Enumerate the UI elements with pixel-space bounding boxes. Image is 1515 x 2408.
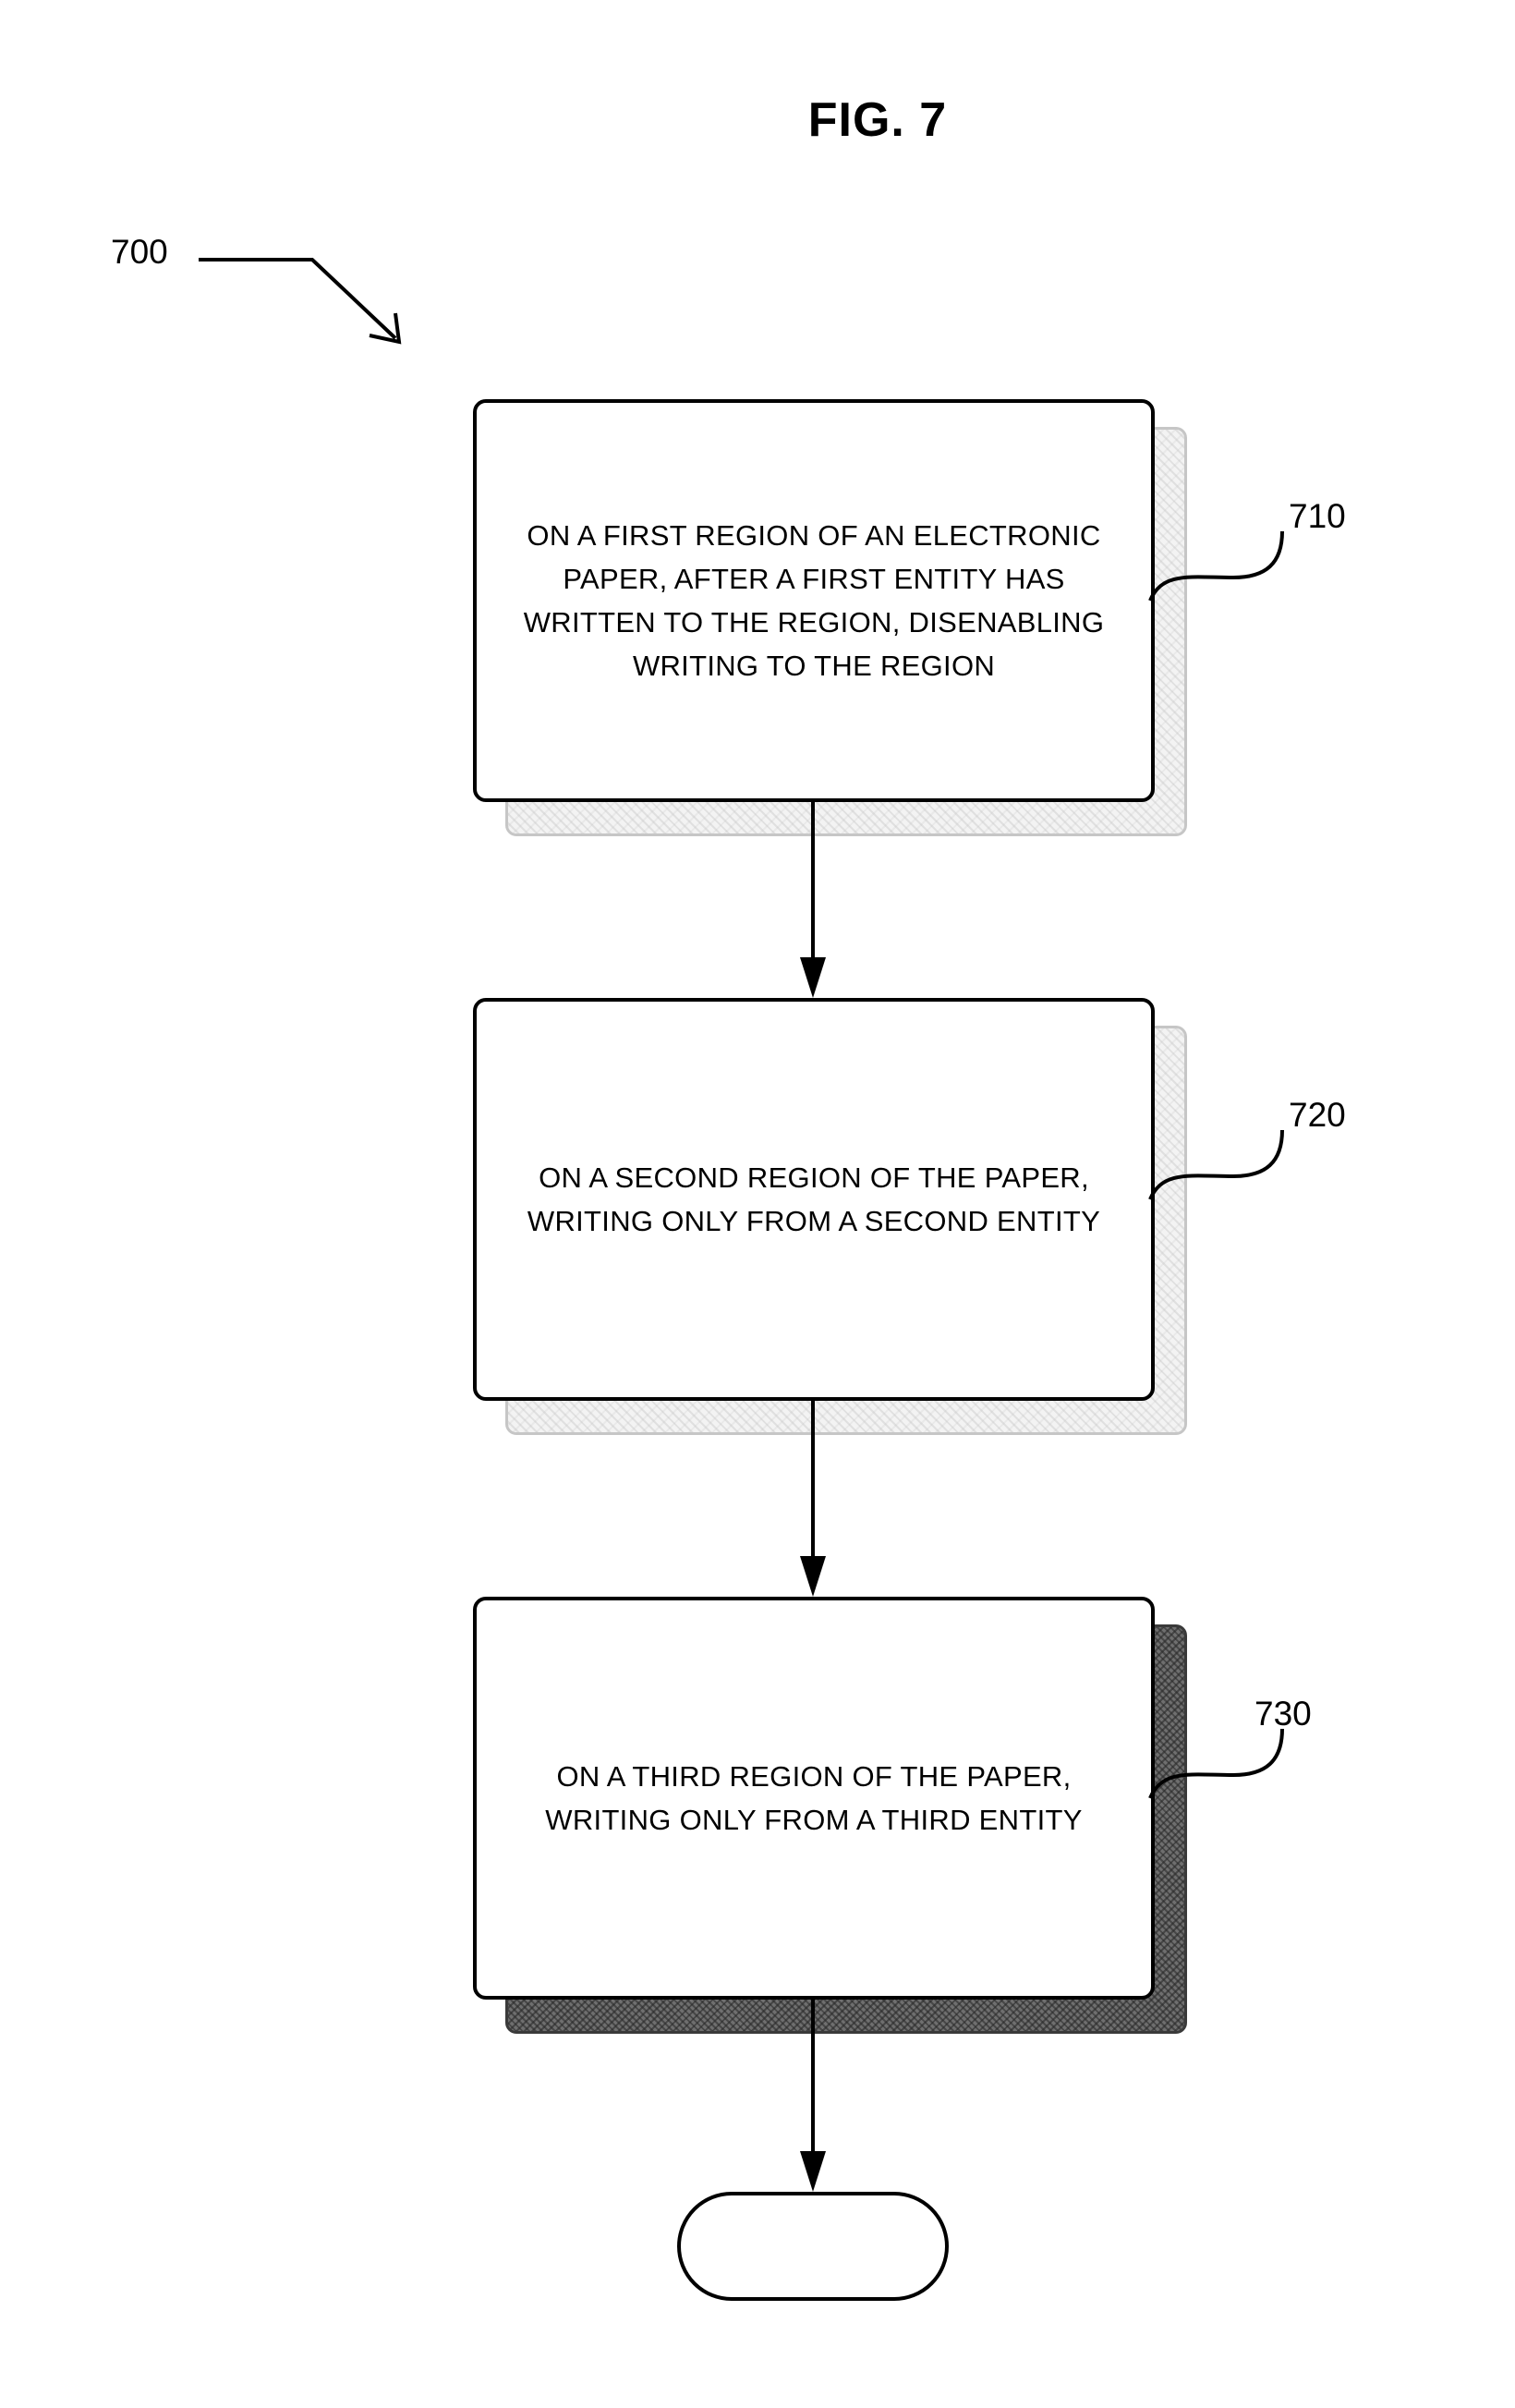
step-1-leader-line	[1150, 531, 1282, 601]
arrowhead-end	[800, 2151, 826, 2192]
arrowhead-step3	[800, 1556, 826, 1597]
step-2-leader-line	[1150, 1130, 1282, 1199]
step-3-leader-line	[1150, 1729, 1282, 1798]
arrowhead-step2	[800, 957, 826, 998]
figure-reference-arrow	[199, 260, 395, 338]
